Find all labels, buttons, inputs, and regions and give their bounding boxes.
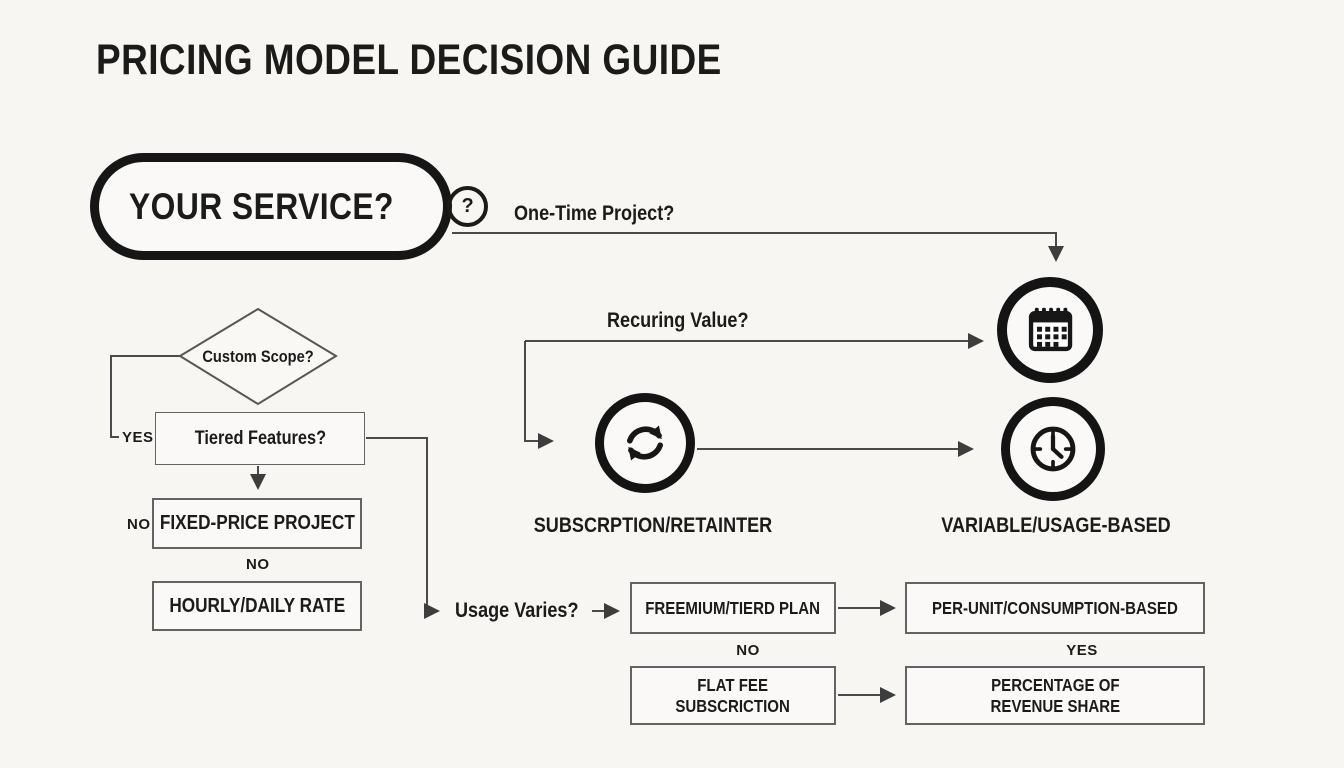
edge-label-no-fixed-price: NO (127, 516, 151, 533)
edge-label-yes-revenue: YES (1066, 642, 1098, 659)
edge-label-yes-custom-scope: YES (122, 429, 154, 446)
edge-label-usage-varies: Usage Varies? (455, 599, 579, 622)
edge-label-no-flat-fee: NO (736, 642, 760, 659)
edge-recurring-to-subscription (524, 341, 554, 449)
calendar-icon (1028, 307, 1073, 352)
node-hourly-daily-rate: HOURLY/DAILY RATE (152, 581, 362, 631)
custom-scope-diamond-shape (178, 307, 338, 406)
node-subscription-retainer (595, 393, 695, 493)
node-freemium-tiered-plan: FREEMIUM/TIERD PLAN (630, 582, 836, 634)
edge-label-no-hourly: NO (246, 556, 270, 573)
edge-one-time-project (452, 232, 1064, 262)
refresh-cycle-icon (627, 425, 663, 461)
label-subscription-retainer: SUBSCRPTION/RETAINTER (533, 514, 773, 537)
question-circle-icon: ? (447, 186, 489, 227)
node-tiered-features: Tiered Features? (155, 412, 365, 465)
node-one-time-calendar (997, 277, 1103, 383)
node-variable-usage-clock (1001, 397, 1105, 501)
clock-icon (1030, 426, 1076, 472)
node-per-unit-consumption: PER-UNIT/CONSUMPTION-BASED (905, 582, 1205, 634)
start-node-your-service: YOUR SERVICE? ? (90, 153, 489, 260)
edge-tiered-to-usage-varies (366, 437, 440, 619)
edge-label-recurring-value: Recuring Value? (607, 309, 749, 332)
label-variable-usage-based: VARIABLE/USAGE-BASED (941, 514, 1171, 537)
node-fixed-price-project: FIXED-PRICE PROJECT (152, 498, 362, 549)
start-node-label: YOUR SERVICE? (129, 185, 394, 227)
edge-label-one-time-project: One-Time Project? (514, 202, 675, 225)
page-title: PRICING MODEL DECISION GUIDE (96, 36, 722, 84)
edge-custom-scope-yes (110, 355, 181, 438)
custom-scope-label: Custom Scope? (202, 347, 314, 366)
